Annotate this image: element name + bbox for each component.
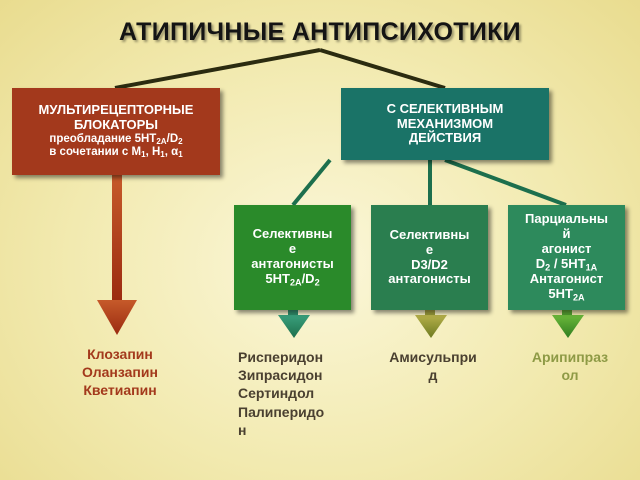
sub2-line2: е: [425, 241, 434, 257]
drug-aripiprazole-part2: ол: [561, 367, 579, 384]
left-box-line4: в сочетании с М1, Н1, α1: [49, 146, 183, 160]
drug-ziprasidone: Зипрасидон: [238, 367, 323, 384]
sub3-line1: Парциальны: [525, 210, 608, 226]
right-box-line3: ДЕЙСТВИЯ: [408, 130, 482, 146]
title-left-connector: [114, 48, 321, 90]
left-box-line1: МУЛЬТИРЕЦЕПТОРНЫЕ: [38, 102, 194, 118]
sub1-line4: 5HT2A/D2: [265, 271, 320, 288]
sub3-line4: D2 / 5HT1A: [535, 255, 598, 272]
sub1-line3: антагонисты: [251, 256, 334, 272]
sub1-arrow-head: [278, 315, 310, 338]
selective-d3-d2-antagonists-box: Селективны е D3/D2 антагонисты: [371, 205, 488, 310]
selective-mechanism-box: С СЕЛЕКТИВНЫМ МЕХАНИЗМОМ ДЕЙСТВИЯ: [341, 88, 549, 160]
drug-amisulpride-part2: д: [428, 367, 438, 384]
multireceptor-drug-list: Клозапин Оланзапин Кветиапин: [60, 345, 180, 400]
title-right-connector: [319, 48, 446, 90]
left-box-line2: БЛОКАТОРЫ: [73, 117, 159, 133]
selective2-drug-list: Амисульпри д: [378, 348, 488, 384]
sub3-line3: агонист: [541, 240, 592, 256]
sub3-line2: й: [562, 225, 571, 241]
sub3-line5: Антагонист: [529, 271, 604, 287]
right-box-line1: С СЕЛЕКТИВНЫМ: [386, 100, 504, 116]
red-arrow-head: [97, 300, 137, 335]
drug-paliperidone-part1: Палиперидо: [238, 403, 325, 420]
sub3-arrow-head: [552, 315, 584, 338]
left-box-line3: преобладание 5HT2A/D2: [49, 133, 183, 147]
red-arrow-shaft: [112, 175, 122, 305]
drug-olanzapine: Оланзапин: [82, 364, 158, 381]
multireceptor-blockers-box: МУЛЬТИРЕЦЕПТОРНЫЕ БЛОКАТОРЫ преобладание…: [12, 88, 220, 175]
drug-quetiapine: Кветиапин: [83, 382, 157, 399]
right-box-line2: МЕХАНИЗМОМ: [396, 115, 494, 131]
sub1-line1: Селективны: [252, 226, 333, 242]
drug-amisulpride-part1: Амисульпри: [389, 349, 477, 365]
partial-agonist-box: Парциальны й агонист D2 / 5HT1A Антагони…: [508, 205, 625, 310]
selective-5ht2a-d2-antagonists-box: Селективны е антагонисты 5HT2A/D2: [234, 205, 351, 310]
drug-aripiprazole-part1: Арипипраз: [531, 349, 609, 365]
sub2-arrow-head: [415, 315, 447, 338]
teal-to-sub3: [444, 158, 567, 207]
sub3-line6: 5HT2A: [548, 286, 585, 303]
drug-risperidone: Рисперидон: [238, 349, 324, 365]
sub2-line1: Селективны: [389, 226, 470, 242]
teal-to-sub1: [291, 158, 332, 207]
partial-agonist-drug-list: Арипипраз ол: [515, 348, 625, 384]
sub2-line3: D3/D2: [411, 256, 448, 272]
drug-clozapine: Клозапин: [87, 346, 153, 362]
diagram-title: АТИПИЧНЫЕ АНТИПСИХОТИКИ: [119, 18, 521, 46]
drug-paliperidone-part2: н: [238, 421, 247, 438]
selective1-drug-list: Рисперидон Зипрасидон Сертиндол Палипери…: [238, 348, 358, 439]
drug-sertindole: Сертиндол: [238, 385, 315, 402]
sub1-line2: е: [288, 241, 297, 257]
sub2-line4: антагонисты: [388, 271, 471, 287]
